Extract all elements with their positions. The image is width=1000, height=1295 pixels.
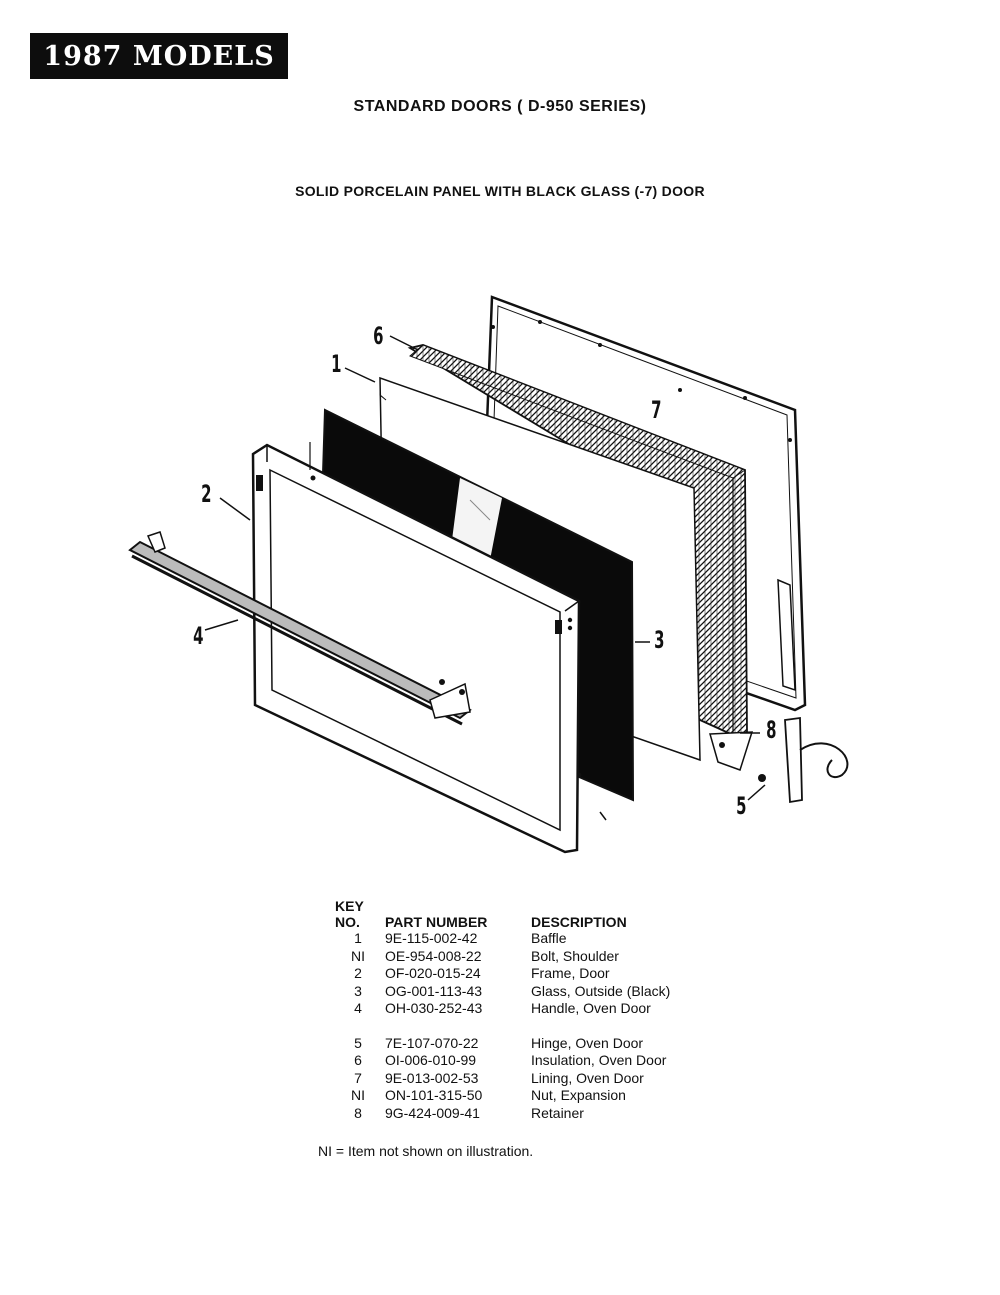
- table-row: 4 OH-030-252-43 Handle, Oven Door: [335, 1000, 670, 1018]
- table-row: 3 OG-001-113-43 Glass, Outside (Black): [335, 983, 670, 1001]
- door-frame: [251, 442, 607, 854]
- key-no: NI: [351, 947, 365, 964]
- description: Retainer: [531, 1104, 584, 1121]
- callout-7: 7: [651, 396, 662, 424]
- header-key-line2: NO.: [335, 914, 360, 930]
- description: Nut, Expansion: [531, 1087, 626, 1103]
- table-row: 8 9G-424-009-41 Retainer: [335, 1105, 670, 1123]
- table-row: 5 7E-107-070-22 Hinge, Oven Door: [335, 1035, 670, 1053]
- key-no: 4: [354, 1000, 362, 1016]
- header-key-line1: KEY: [335, 898, 364, 914]
- key-no: 8: [354, 1104, 362, 1121]
- key-no: 1: [354, 930, 362, 946]
- parts-table: KEY NO. PART NUMBER DESCRIPTION 1 9E-115-…: [335, 898, 670, 1122]
- key-no: 3: [354, 982, 362, 999]
- description: Frame, Door: [531, 965, 610, 981]
- table-row: 6 OI-006-010-99 Insulation, Oven Door: [335, 1052, 670, 1070]
- description: Glass, Outside (Black): [531, 982, 671, 999]
- model-year-banner: 1987 MODELS: [30, 33, 288, 79]
- part-number: OH-030-252-43: [385, 1000, 483, 1016]
- callout-8: 8: [766, 716, 777, 744]
- oven-door-hinge: [758, 716, 849, 804]
- exploded-door-diagram: [128, 295, 849, 854]
- description: Insulation, Oven Door: [531, 1052, 667, 1068]
- description: Handle, Oven Door: [531, 1000, 651, 1016]
- key-no: 5: [354, 1034, 362, 1051]
- key-no: NI: [351, 1087, 365, 1103]
- key-no: 2: [354, 965, 362, 981]
- table-row: NI ON-101-315-50 Nut, Expansion: [335, 1087, 670, 1105]
- oven-door-handle: [128, 531, 472, 726]
- callout-4: 4: [193, 622, 204, 650]
- key-no: 6: [354, 1052, 362, 1068]
- part-number: ON-101-315-50: [385, 1087, 483, 1103]
- callout-2: 2: [201, 480, 212, 508]
- header-part-number: PART NUMBER: [385, 914, 488, 930]
- table-row: 7 9E-013-002-53 Lining, Oven Door: [335, 1070, 670, 1088]
- table-row: NI OE-954-008-22 Bolt, Shoulder: [335, 948, 670, 966]
- part-number: 9E-115-002-42: [385, 930, 478, 946]
- part-number: 9E-013-002-53: [385, 1069, 479, 1086]
- description: Lining, Oven Door: [531, 1069, 644, 1086]
- key-no: 7: [354, 1069, 362, 1086]
- table-gap: [335, 1018, 670, 1035]
- callout-6: 6: [373, 322, 384, 350]
- part-number: OG-001-113-43: [385, 982, 483, 999]
- callout-3: 3: [654, 626, 665, 654]
- header-description: DESCRIPTION: [531, 914, 627, 930]
- description: Bolt, Shoulder: [531, 947, 619, 964]
- part-number: OE-954-008-22: [385, 947, 482, 964]
- callout-5: 5: [736, 792, 747, 820]
- part-number: 9G-424-009-41: [385, 1104, 480, 1121]
- description: Hinge, Oven Door: [531, 1034, 644, 1051]
- parts-list: KEY NO. PART NUMBER DESCRIPTION 1 9E-115-…: [335, 898, 670, 1122]
- table-row: 1 9E-115-002-42 Baffle: [335, 930, 670, 948]
- table-row: 2 OF-020-015-24 Frame, Door: [335, 965, 670, 983]
- callout-leaders: [204, 335, 766, 801]
- retainer: [709, 731, 754, 771]
- callout-1: 1: [331, 350, 342, 378]
- part-number: 7E-107-070-22: [385, 1034, 479, 1051]
- footnote: NI = Item not shown on illustration.: [318, 1143, 534, 1159]
- part-number: OI-006-010-99: [385, 1052, 477, 1068]
- description: Baffle: [531, 930, 567, 946]
- page-title: STANDARD DOORS ( D-950 SERIES): [353, 98, 647, 115]
- page-subtitle: SOLID PORCELAIN PANEL WITH BLACK GLASS (…: [295, 183, 705, 199]
- part-number: OF-020-015-24: [385, 965, 481, 981]
